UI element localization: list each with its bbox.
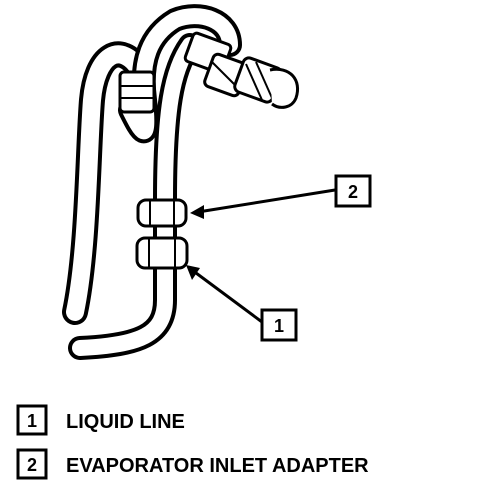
legend-item-2: 2 EVAPORATOR INLET ADAPTER (16, 448, 369, 480)
callout-2-badge: 2 (334, 174, 372, 208)
callout-1-badge: 1 (260, 308, 298, 342)
legend-item-2-number: 2 (27, 455, 37, 475)
legend-item-2-label: EVAPORATOR INLET ADAPTER (66, 455, 369, 477)
callout-2-number: 2 (348, 182, 358, 202)
legend-item-1-number: 1 (27, 411, 37, 431)
liquid-line-nut (135, 236, 189, 270)
left-fitting (118, 70, 156, 114)
callout-1-leader (186, 265, 263, 324)
left-hose (62, 41, 153, 325)
legend: 1 LIQUID LINE 2 EVAPORATOR INLET ADAPTER (16, 404, 369, 480)
rear-hose (118, 4, 242, 144)
callout-2-leader (190, 188, 336, 219)
upper-fitting-assembly (183, 31, 299, 109)
legend-item-1-label: LIQUID LINE (66, 411, 185, 433)
evaporator-inlet-adapter-nut (136, 198, 188, 228)
legend-item-1: 1 LIQUID LINE (16, 404, 185, 436)
callout-1-number: 1 (274, 316, 284, 336)
